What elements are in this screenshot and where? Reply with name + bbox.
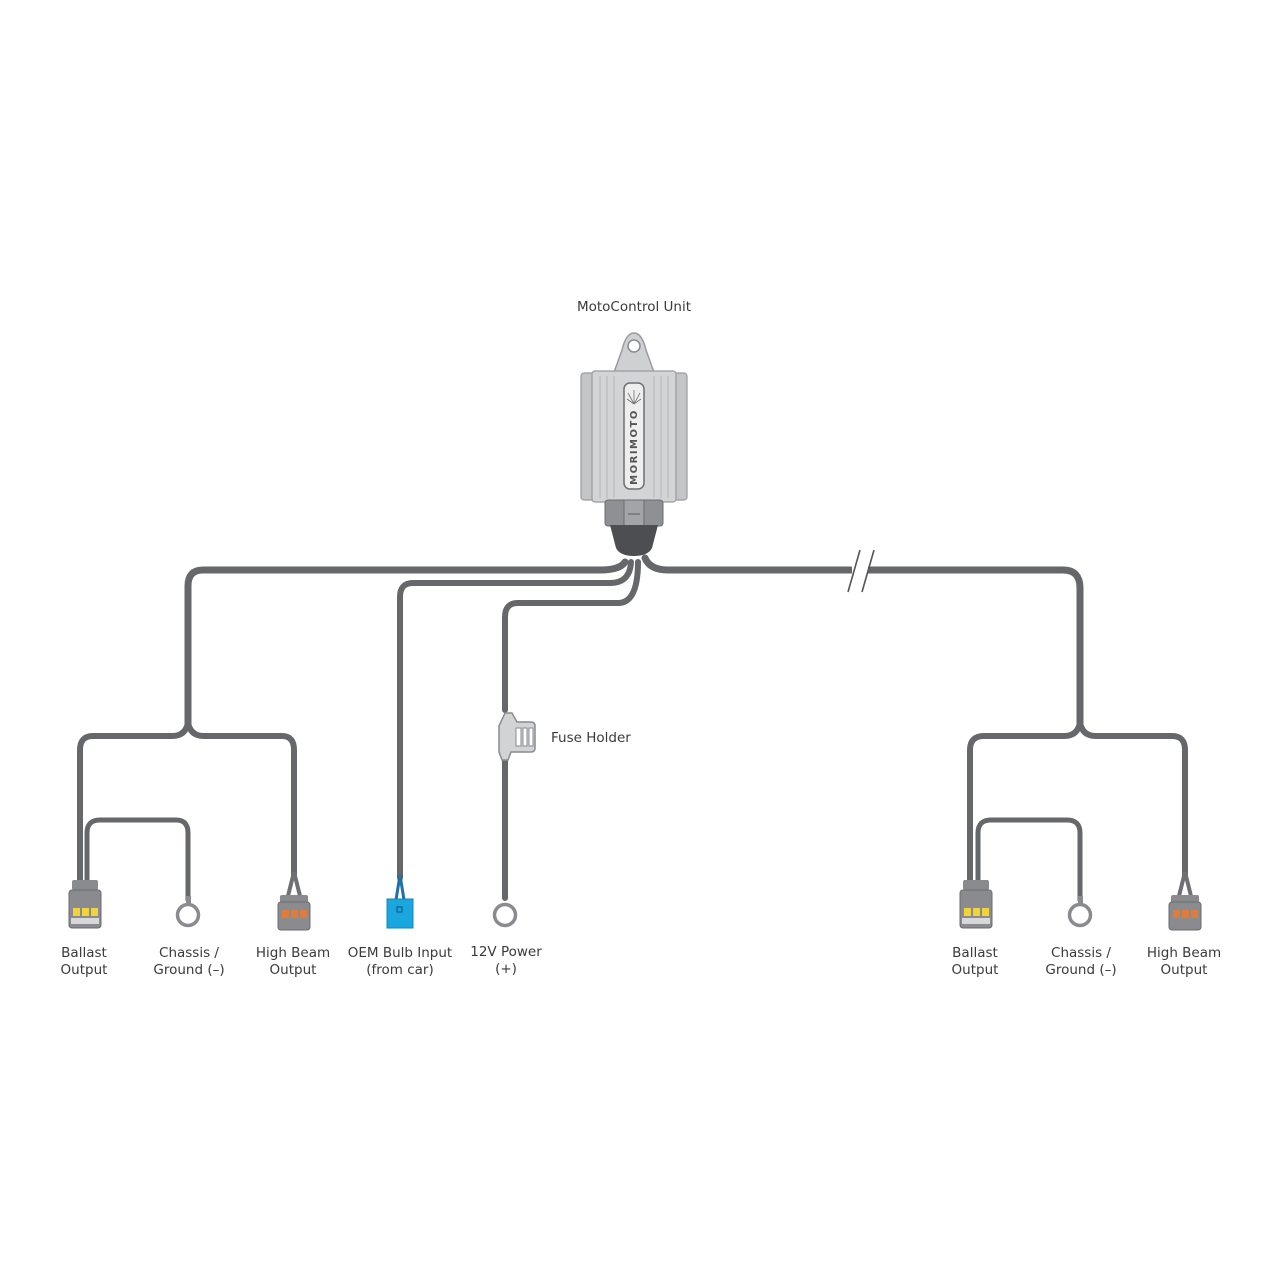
motocontrol-unit: MORIMOTO	[580, 332, 688, 556]
right-branch-wires	[967, 719, 1188, 903]
right-ballast-label: Ballast Output	[951, 945, 999, 978]
wire-break-mark	[847, 549, 875, 593]
right-highbeam-connector	[1168, 871, 1202, 931]
main-harness-left	[184, 558, 629, 729]
left-ballast-label: Ballast Output	[60, 945, 108, 978]
left-highbeam-label: High Beam Output	[255, 945, 331, 978]
brand-text: MORIMOTO	[629, 409, 640, 485]
sun-logo-icon	[626, 390, 642, 405]
main-harness-right	[641, 554, 1084, 729]
right-highbeam-label: High Beam Output	[1146, 945, 1222, 978]
power-ring-terminal	[492, 902, 518, 928]
unit-title: MotoControl Unit	[576, 299, 692, 315]
oem-label: OEM Bulb Input (from car)	[347, 945, 453, 978]
left-highbeam-connector	[277, 871, 311, 931]
power-wire	[502, 559, 641, 901]
left-chassis-ring-terminal	[175, 896, 201, 928]
fuse-holder-label: Fuse Holder	[551, 730, 631, 746]
left-branch-wires	[77, 719, 297, 903]
right-ballast-connector	[959, 880, 993, 929]
left-ballast-connector	[68, 880, 102, 929]
fuse-holder	[498, 712, 536, 761]
oem-bulb-connector	[386, 874, 414, 929]
right-chassis-ring-terminal	[1067, 896, 1093, 928]
left-chassis-label: Chassis / Ground (–)	[153, 945, 225, 978]
right-chassis-label: Chassis / Ground (–)	[1045, 945, 1117, 978]
power-label: 12V Power (+)	[470, 944, 542, 977]
oem-wire	[397, 559, 634, 881]
